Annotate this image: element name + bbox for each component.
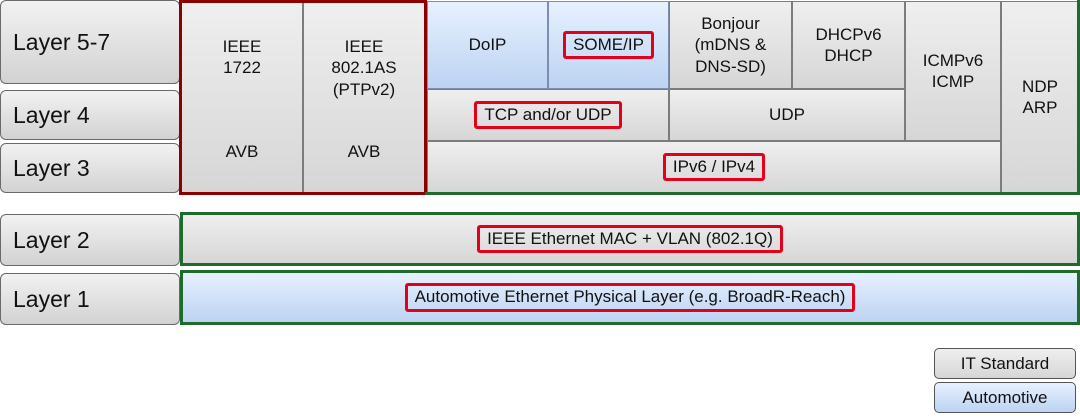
layer-4-text: Layer 4 [13, 101, 90, 128]
ndp-arp-cell: NDP ARP [1001, 1, 1079, 193]
udp-cell: UDP [669, 89, 905, 141]
layer-3-label: Layer 3 [0, 143, 180, 193]
someip-cell: SOME/IP [548, 1, 669, 89]
layer-1-text: Layer 1 [13, 285, 90, 312]
legend-it-standard: IT Standard [934, 348, 1076, 379]
dhcp-line-1: DHCPv6 [815, 24, 882, 44]
icmp-line-1: ICMPv6 [922, 50, 984, 70]
ip-cell: IPv6 / IPv4 [427, 141, 1001, 193]
dhcp-line-2: DHCP [824, 46, 873, 65]
ieee-8021as-line-1: IEEE [344, 37, 384, 56]
ieee-8021as-cell: IEEE 802.1AS (PTPv2) AVB [303, 1, 425, 193]
ieee-8021as-avb-label: AVB [347, 141, 381, 161]
tcp-udp-highlight: TCP and/or UDP [474, 100, 622, 130]
layer-2-label: Layer 2 [0, 214, 180, 266]
ndp-line: NDP [1022, 76, 1058, 96]
udp-text: UDP [769, 105, 805, 125]
ieee-8021as-line-3: (PTPv2) [332, 79, 396, 99]
ieee-8021as-line-2: 802.1AS [331, 58, 397, 78]
layer-3-text: Layer 3 [13, 154, 90, 181]
phy-highlight: Automotive Ethernet Physical Layer (e.g.… [404, 283, 856, 312]
ieee-1722-line-1: IEEE [222, 37, 262, 56]
phy-cell: Automotive Ethernet Physical Layer (e.g.… [180, 270, 1080, 325]
someip-highlight: SOME/IP [563, 30, 654, 60]
layer-2-text: Layer 2 [13, 226, 90, 253]
layer-5-7-text: Layer 5-7 [13, 28, 111, 55]
legend-it-text: IT Standard [960, 353, 1050, 373]
ieee-8021as-title: IEEE 802.1AS (PTPv2) [331, 36, 396, 100]
legend-auto-text: Automotive [962, 387, 1048, 407]
doip-text: DoIP [468, 35, 507, 55]
bonjour-cell: Bonjour (mDNS & DNS-SD) [669, 1, 792, 89]
bonjour-line-1: Bonjour [701, 14, 760, 34]
layer-1-label: Layer 1 [0, 273, 180, 325]
dhcp-cell: DHCPv6 DHCP [792, 1, 905, 89]
layer-4-label: Layer 4 [0, 90, 180, 140]
arp-line: ARP [1022, 98, 1058, 117]
mac-cell: IEEE Ethernet MAC + VLAN (802.1Q) [180, 212, 1080, 266]
ip-highlight: IPv6 / IPv4 [662, 152, 766, 182]
ieee-1722-title: IEEE 1722 [223, 36, 262, 79]
layer-5-7-label: Layer 5-7 [0, 0, 180, 84]
icmp-cell: ICMPv6 ICMP [905, 1, 1001, 141]
ieee-1722-line-2: 1722 [223, 58, 261, 78]
bonjour-line-2: (mDNS & [694, 35, 767, 55]
ieee-1722-cell: IEEE 1722 AVB [181, 1, 303, 193]
ieee-1722-avb-label: AVB [225, 141, 259, 161]
icmp-line-2: ICMP [931, 72, 975, 91]
doip-cell: DoIP [427, 1, 548, 89]
bonjour-line-3: DNS-SD) [695, 56, 766, 76]
tcp-udp-cell: TCP and/or UDP [427, 89, 669, 141]
legend-automotive: Automotive [934, 382, 1076, 413]
mac-highlight: IEEE Ethernet MAC + VLAN (802.1Q) [477, 224, 783, 254]
